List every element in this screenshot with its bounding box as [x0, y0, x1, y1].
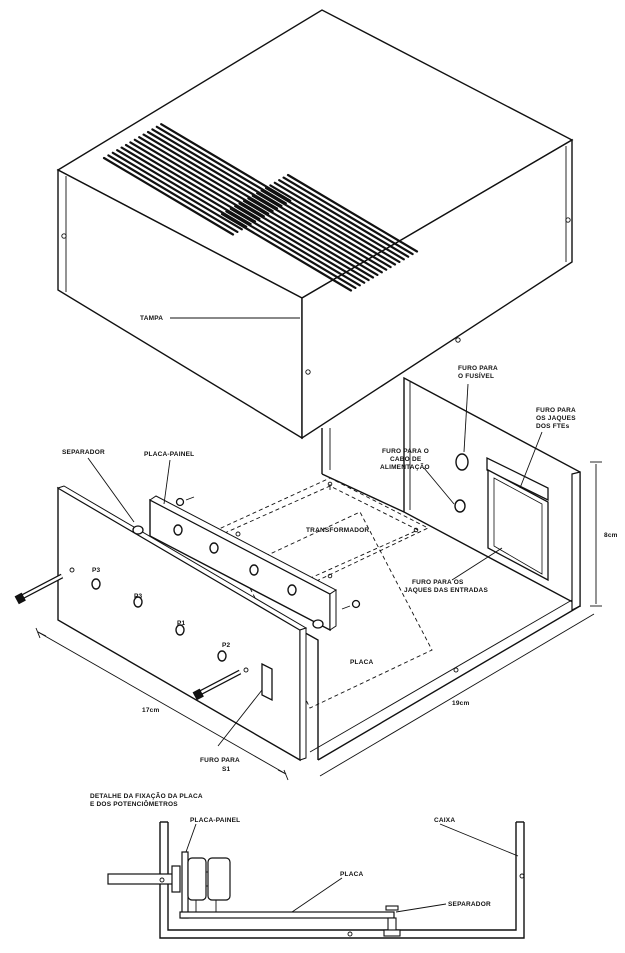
vent-slot [282, 176, 414, 256]
vent-slots-1 [102, 123, 292, 236]
vent-slot [256, 192, 388, 271]
label-separador: SEPARADOR [62, 449, 105, 456]
label-furo-fusivel-2: O FUSÍVEL [458, 371, 494, 380]
label-detail-separador: SEPARADOR [448, 901, 491, 908]
vent-slot [124, 143, 257, 223]
vent-slot [120, 146, 252, 226]
vent-slot [107, 154, 239, 233]
vent-slot [102, 156, 235, 236]
vent-slot [286, 173, 419, 253]
vent-slot [116, 149, 248, 228]
label-furo-s1-2: S1 [222, 766, 231, 773]
vent-slot [129, 141, 261, 220]
labels: TAMPA FURO PARA O FUSÍVEL FURO PARA OS J… [62, 315, 618, 908]
vent-slot [111, 151, 243, 231]
label-dim-height: 8cm [604, 532, 618, 539]
screw-right [192, 669, 242, 701]
label-detail-caixa: CAIXA [434, 817, 455, 824]
vent-slot [278, 179, 410, 258]
label-detail-placa-painel: PLACA-PAINEL [190, 817, 240, 824]
label-furo-jaques-fte-3: DOS FTEs [536, 423, 570, 430]
vent-slot [238, 202, 370, 282]
label-furo-cabo-3: ALIMENTAÇÃO [380, 462, 430, 471]
label-furo-entradas-2: JAQUES DAS ENTRADAS [404, 587, 488, 594]
leader-lines [87, 317, 543, 747]
label-p2: P2 [222, 642, 231, 649]
label-dim-depth: 19cm [452, 700, 469, 707]
vent-slot [269, 184, 401, 263]
vent-slot [273, 181, 405, 261]
panel-board [132, 495, 361, 632]
label-detail-placa: PLACA [340, 871, 363, 878]
vent-slot [234, 205, 366, 284]
label-p1: P1 [177, 620, 186, 627]
label-placa: PLACA [350, 659, 373, 666]
label-tampa: TAMPA [140, 315, 163, 322]
label-detalhe-2: E DOS POTENCIÔMETROS [90, 799, 178, 808]
cover-tampa [56, 9, 574, 440]
label-detalhe-1: DETALHE DA FIXAÇÃO DA PLACA [90, 791, 203, 800]
label-p3-b: P3 [134, 593, 143, 600]
label-dim-width: 17cm [142, 707, 159, 714]
front-panel [14, 485, 308, 762]
screw-left [14, 573, 64, 605]
label-furo-s1-1: FURO PARA [200, 757, 240, 764]
vent-slot [151, 128, 283, 207]
vent-slot [138, 136, 270, 215]
vent-slot [220, 212, 353, 292]
vent-slot [264, 186, 397, 266]
label-furo-fusivel-1: FURO PARA [458, 365, 498, 372]
label-furo-entradas-1: FURO PARA OS [412, 579, 464, 586]
vent-slots-2 [220, 173, 419, 292]
dimension-lines [35, 461, 602, 781]
label-furo-cabo-1: FURO PARA O [382, 448, 429, 455]
vent-slot [251, 194, 383, 274]
label-p3-a: P3 [92, 567, 101, 574]
vent-slot [247, 197, 379, 276]
vent-slot [155, 125, 287, 205]
label-furo-jaques-fte-2: OS JAQUES [536, 415, 576, 422]
vent-slot [229, 207, 361, 287]
label-placa-painel: PLACA-PAINEL [144, 451, 194, 458]
label-transformador: TRANSFORMADOR [306, 527, 369, 534]
label-furo-cabo-2: CABO DE [390, 456, 422, 463]
vent-slot [142, 133, 274, 213]
vent-slot [146, 130, 279, 210]
vent-slot [133, 138, 265, 218]
vent-slot [260, 189, 392, 269]
vent-slot [225, 210, 357, 289]
vent-slot [160, 123, 292, 202]
detail-section [107, 821, 525, 939]
label-furo-jaques-fte-1: FURO PARA [536, 407, 576, 414]
vent-slot [242, 199, 375, 279]
